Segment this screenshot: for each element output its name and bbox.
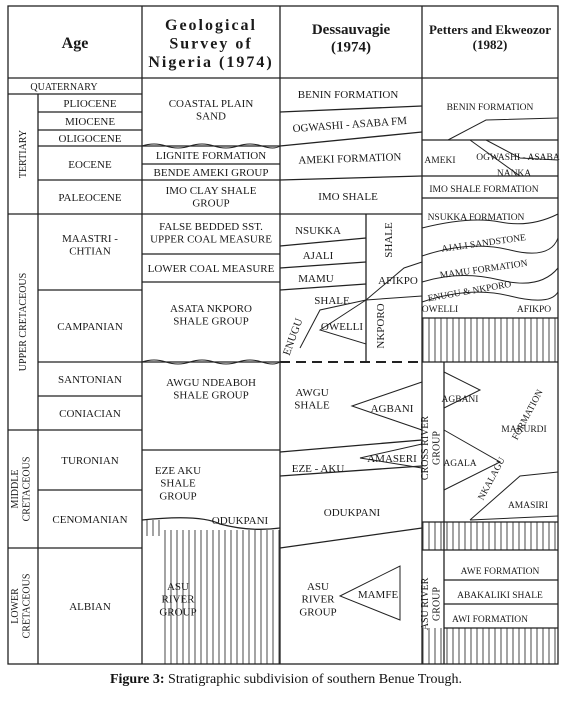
epoch-labels: PLIOCENE MIOCENE OLIGOCENE EOCENE PALEOC… (52, 98, 127, 613)
dess-amaseri: AMASERI (367, 453, 417, 465)
dess-odukpani: ODUKPANI (324, 507, 381, 519)
period-quaternary: QUATERNARY (30, 82, 97, 93)
dess-nsukka: NSUKKA (295, 225, 341, 237)
dess-owelli: OWELLI (321, 321, 363, 333)
epoch-pliocene: PLIOCENE (63, 98, 116, 110)
period-labels: QUATERNARY TERTIARY UPPER CRETACEOUS MID… (10, 82, 98, 638)
epoch-santonian: SANTONIAN (58, 374, 122, 386)
epoch-miocene: MIOCENE (65, 116, 115, 128)
epoch-paleocene: PALEOCENE (58, 192, 121, 204)
pe-makurdi: MAKURDI (501, 425, 546, 435)
gsn-lignite: LIGNITE FORMATION (156, 150, 266, 162)
dess-imo: IMO SHALE (318, 191, 378, 203)
period-tertiary: TERTIARY (18, 130, 29, 178)
pe-cross-river: CROSS RIVERGROUP (420, 416, 443, 481)
pe-asu-river: ASU RIVERGROUP (420, 577, 443, 630)
pe-nsukka: NSUKKA FORMATION (428, 213, 525, 223)
pe-benin: BENIN FORMATION (447, 103, 534, 113)
table-frame (7, 5, 559, 665)
pe-nanka: NANKA (497, 169, 531, 179)
pe-units: BENIN FORMATION AMEKI OGWASHI - ASABA NA… (420, 103, 560, 630)
header-pe: Petters and Ekweozor(1982) (429, 22, 551, 52)
dess-shale: SHALE (314, 295, 350, 307)
epoch-cenomanian: CENOMANIAN (52, 514, 127, 526)
header-age: Age (62, 35, 89, 52)
pe-owelli: OWELLI (422, 305, 458, 315)
gsn-odukpani: ODUKPANI (212, 515, 269, 527)
epoch-eocene: EOCENE (68, 159, 112, 171)
dess-nkporo: NKPORO (375, 303, 387, 348)
epoch-oligocene: OLIGOCENE (59, 133, 122, 145)
gsn-wavy-contacts (141, 143, 281, 365)
gsn-false-bedded: FALSE BEDDED SST.UPPER COAL MEASURE (150, 221, 272, 246)
caption-text: Stratigraphic subdivision of southern Be… (164, 672, 463, 687)
hiatus-areas (142, 318, 558, 664)
header-dess: Dessauvagie(1974) (312, 22, 391, 55)
pe-nkalagu: NKALAGU (477, 456, 508, 502)
pe-awi: AWI FORMATION (452, 615, 528, 625)
epoch-albian: ALBIAN (69, 601, 111, 613)
pe-imo: IMO SHALE FORMATION (429, 185, 538, 195)
dess-eze-aku: EZE - AKU (292, 463, 345, 475)
period-upper-cretaceous: UPPER CRETACEOUS (18, 273, 29, 371)
dess-shale-vertical: SHALE (383, 222, 395, 258)
caption-label: Figure 3: (109, 672, 165, 687)
pe-amasiri: AMASIRI (508, 501, 548, 511)
formation-contacts (280, 117, 559, 621)
pe-enugu: ENUGU & NKPORO (427, 280, 512, 305)
dess-units: BENIN FORMATION OGWASHI - ASABA FM AMEKI… (281, 89, 418, 618)
dess-agbani: AGBANI (371, 403, 414, 415)
dess-enugu: ENUGU (281, 317, 305, 357)
epoch-maastrichtian: MAASTRI -CHTIAN (62, 233, 118, 258)
dess-mamfe: MAMFE (358, 589, 399, 601)
epoch-campanian: CAMPANIAN (57, 321, 123, 333)
epoch-coniacian: CONIACIAN (59, 408, 121, 420)
period-middle-cretaceous: MIDDLECRETACEOUS (10, 457, 33, 522)
pe-agbani: AGBANI (442, 395, 479, 405)
pe-ameki: AMEKI (424, 156, 455, 166)
pe-agala: AGALA (443, 459, 476, 469)
dess-ogwashi: OGWASHI - ASABA FM (292, 115, 407, 135)
epoch-turonian: TURONIAN (61, 455, 118, 467)
dess-ameki: AMEKI FORMATION (298, 151, 401, 167)
pe-awe: AWE FORMATION (461, 567, 540, 577)
dess-afikpo: AFIKPO (378, 275, 418, 287)
dess-ajali: AJALI (303, 250, 334, 262)
pe-abakaliki: ABAKALIKI SHALE (457, 591, 543, 601)
pe-mamu: MAMU FORMATION (439, 259, 528, 281)
figure-caption: Figure 3: Stratigraphic subdivision of s… (0, 672, 572, 688)
dess-benin: BENIN FORMATION (298, 89, 399, 101)
pe-ajali: AJALI SANDSTONE (441, 233, 527, 255)
gsn-bende-ameki: BENDE AMEKI GROUP (154, 167, 269, 179)
pe-ogwashi: OGWASHI - ASABA (476, 153, 560, 163)
period-lower-cretaceous: LOWERCRETACEOUS (10, 574, 33, 639)
gsn-lower-coal: LOWER COAL MEASURE (148, 263, 275, 275)
dess-mamu: MAMU (298, 273, 334, 285)
pe-afikpo: AFIKPO (517, 305, 551, 315)
